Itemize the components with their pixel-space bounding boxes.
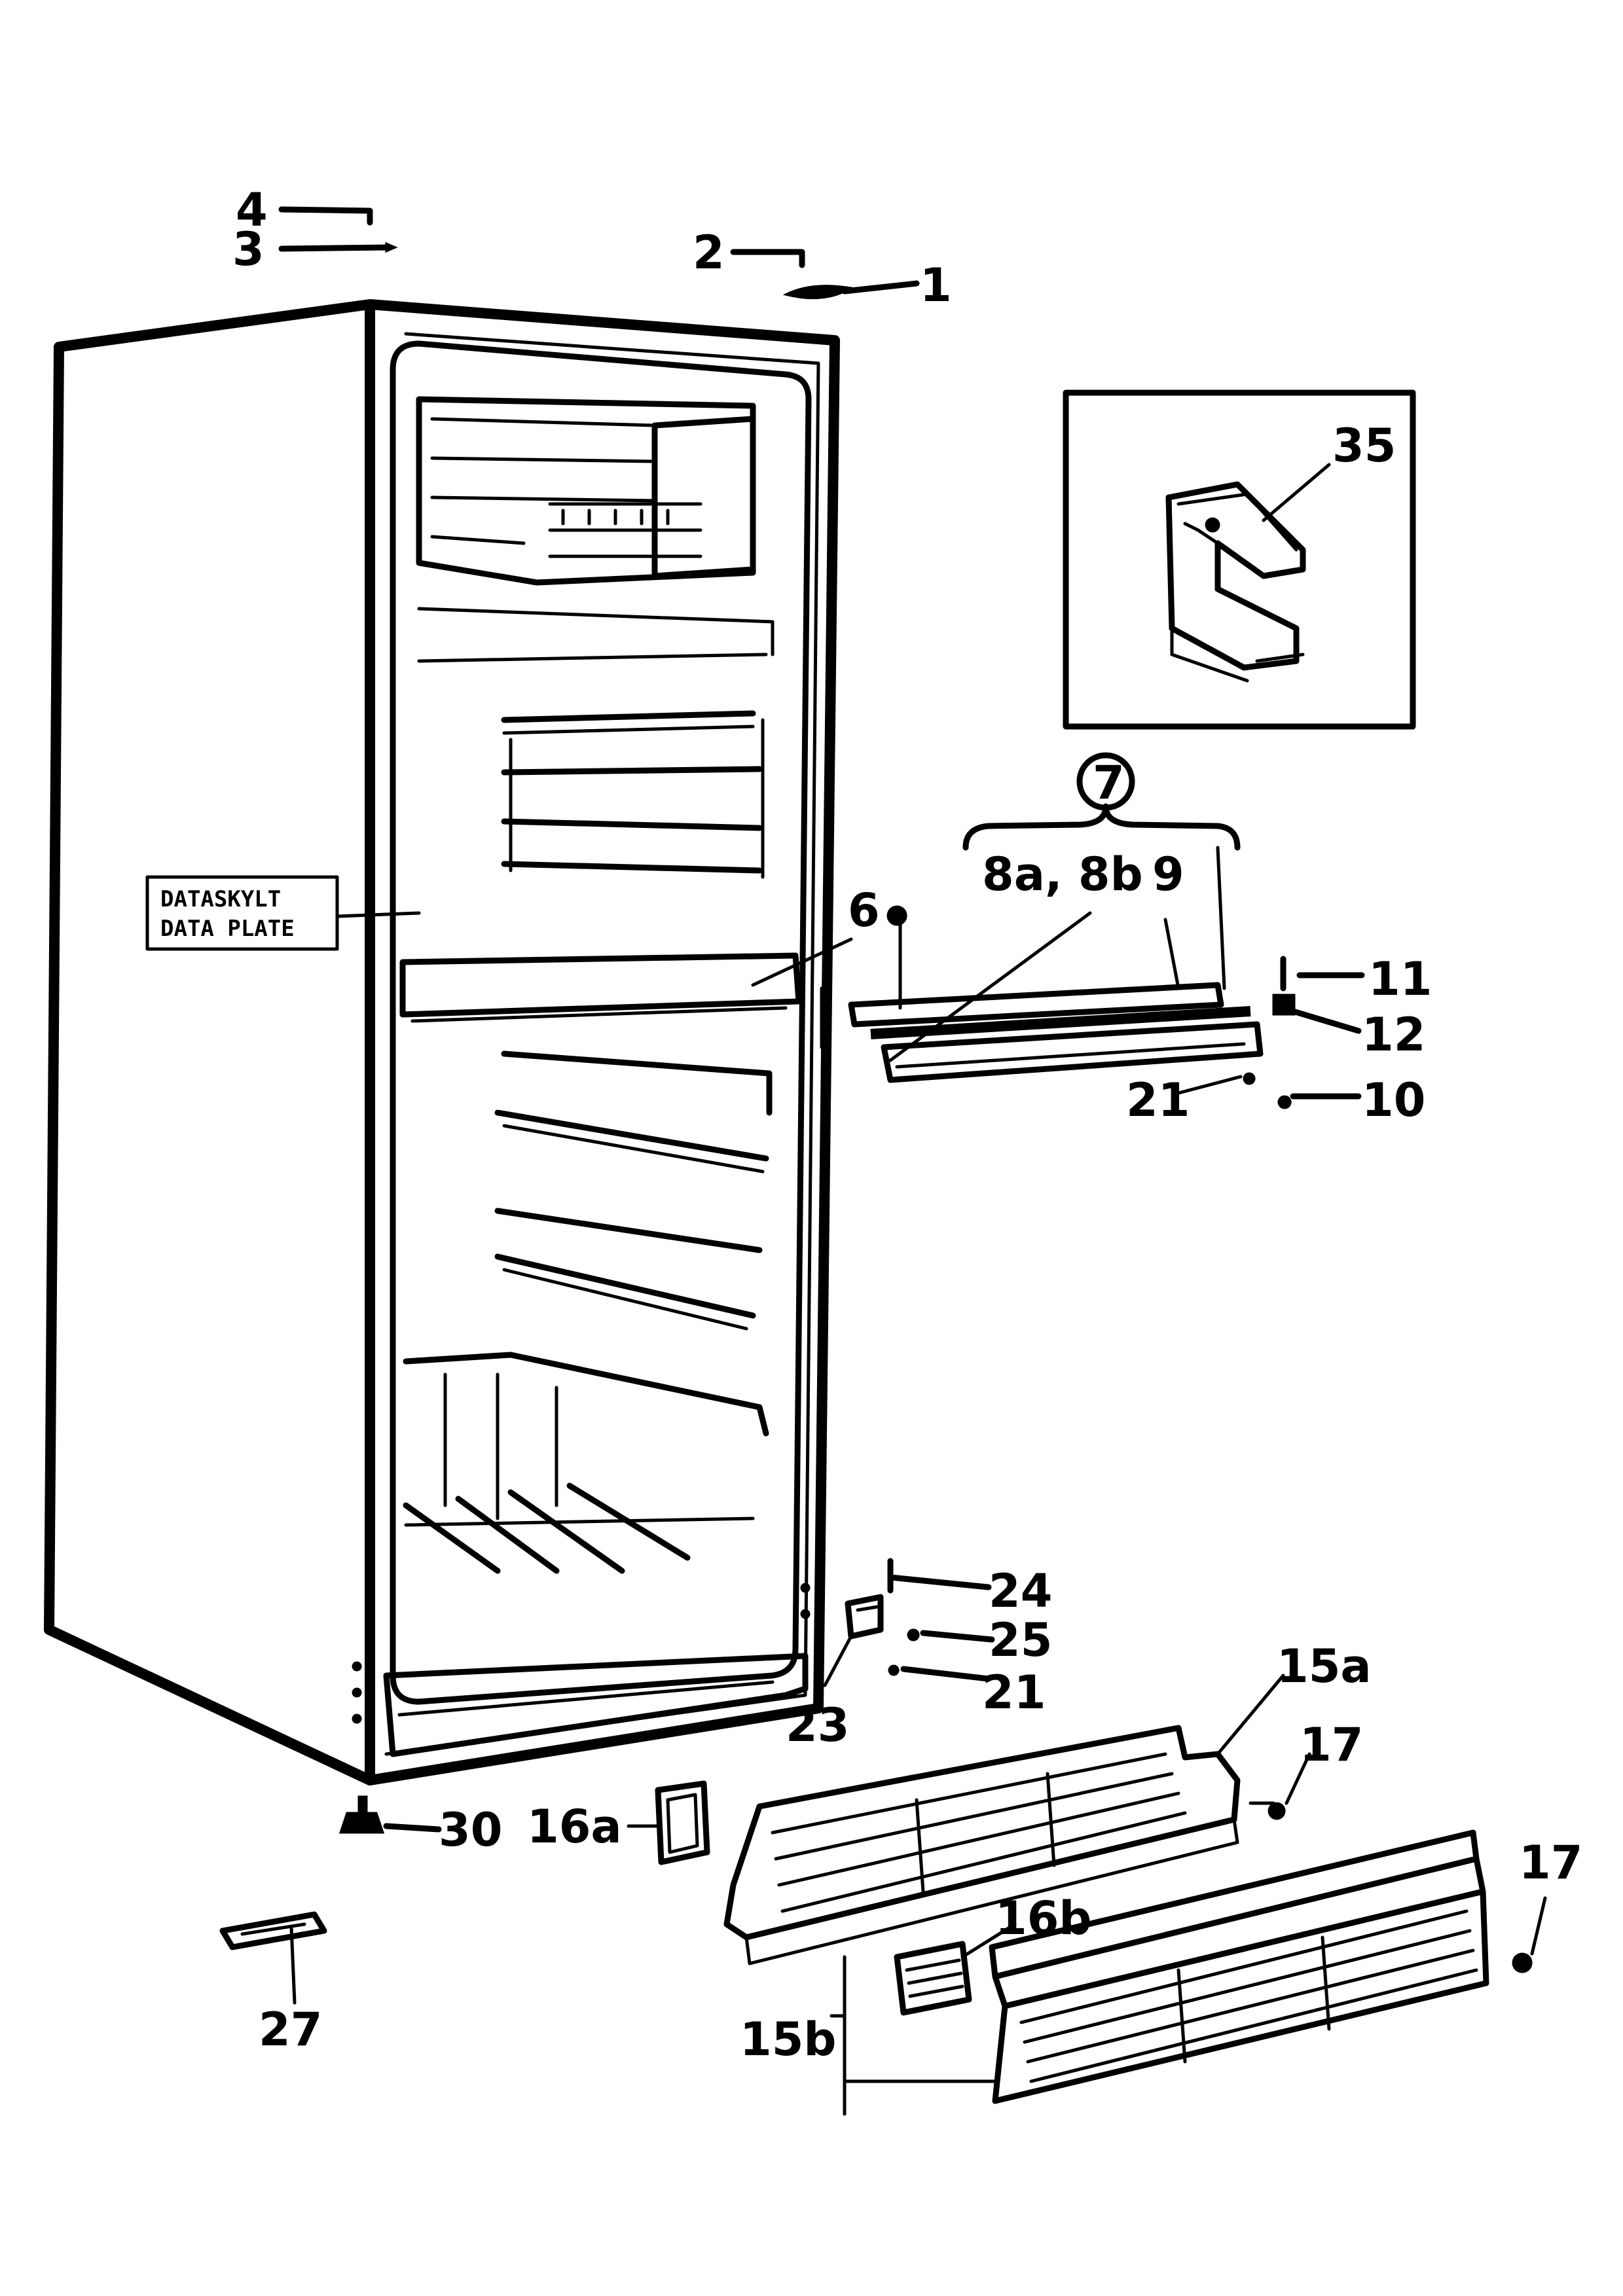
data-plate-line-1: DATASKYLT — [160, 886, 281, 912]
label-part-35: 35 — [1332, 419, 1396, 473]
label-part-16a: 16a — [527, 1800, 622, 1854]
label-part-4: 4 — [236, 183, 268, 237]
handle — [219, 1911, 327, 2005]
label-part-15a: 15a — [1277, 1640, 1372, 1693]
lower-hinge-parts — [823, 1558, 995, 1687]
cover-16a — [627, 1780, 710, 1865]
label-part-2: 2 — [693, 226, 725, 279]
lower-shelves — [494, 1050, 773, 1331]
label-part-11: 11 — [1368, 952, 1432, 1006]
label-part-9: 9 — [1152, 848, 1184, 901]
data-plate-line-2: DATA PLATE — [160, 916, 295, 942]
label-part-10: 10 — [1362, 1073, 1425, 1127]
label-part-15b: 15b — [740, 2013, 837, 2066]
detail-box-part-35 — [1063, 389, 1416, 730]
refrigerator-cabinet — [44, 299, 840, 1785]
label-part-23: 23 — [786, 1698, 849, 1752]
label-part-16b: 16b — [995, 1892, 1092, 1945]
freezer-evaporator — [416, 396, 775, 663]
label-part-6: 6 — [848, 884, 880, 937]
label-part-1: 1 — [920, 259, 952, 312]
door-shelf-assembly — [820, 752, 1365, 1109]
upper-shelves — [501, 710, 765, 879]
label-part-24: 24 — [989, 1564, 1052, 1618]
label-part-27: 27 — [259, 2003, 322, 2056]
part-labels: 4 3 2 1 35 7 8a, 8b 9 6 11 12 21 10 24 2… — [232, 183, 1582, 2066]
leader-part-6 — [751, 937, 853, 987]
label-part-17-lower: 17 — [1519, 1836, 1582, 1890]
label-part-17-upper: 17 — [1300, 1718, 1363, 1772]
label-part-21-lower: 21 — [982, 1666, 1046, 1719]
label-part-30: 30 — [439, 1803, 502, 1857]
data-plate: DATASKYLT DATA PLATE — [145, 875, 421, 951]
cover-16b — [894, 1922, 1017, 2016]
crisper-area — [403, 1352, 769, 1574]
label-part-25: 25 — [989, 1613, 1052, 1667]
label-part-12: 12 — [1362, 1008, 1425, 1062]
top-hinge-parts — [278, 206, 920, 300]
label-part-8a-8b: 8a, 8b — [982, 848, 1143, 901]
leveling-foot — [338, 1795, 442, 1834]
label-part-3: 3 — [232, 223, 264, 276]
label-part-21-upper: 21 — [1126, 1073, 1190, 1127]
grille-15b — [830, 1829, 1547, 2116]
label-part-7: 7 — [1093, 756, 1125, 810]
grille-15a — [723, 1674, 1311, 1965]
